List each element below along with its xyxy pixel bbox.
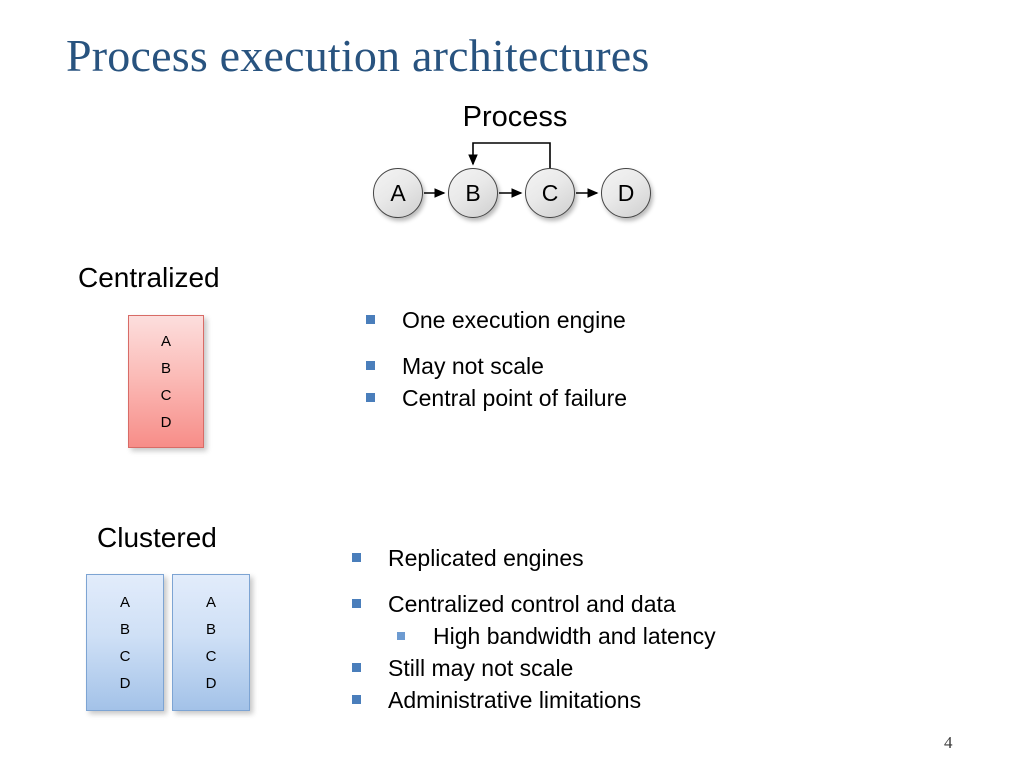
process-node-b: B	[448, 168, 498, 218]
bullet-square-icon	[366, 315, 375, 324]
bullet-item: One execution engine	[366, 304, 966, 336]
engine-box-item: A	[205, 593, 216, 611]
bullet-item: Still may not scale	[352, 652, 1012, 684]
process-diagram-label: Process	[462, 101, 568, 133]
engine-box-item: A	[119, 593, 130, 611]
engine-box-item: D	[119, 674, 131, 692]
bullet-label: Replicated engines	[388, 545, 584, 571]
bullet-item: Administrative limitations	[352, 684, 1012, 716]
process-diagram-edges	[424, 142, 599, 198]
engine-box-item: D	[160, 413, 172, 431]
section-heading-clustered: Clustered	[97, 522, 217, 553]
bullet-spacer	[352, 574, 1012, 588]
process-node-d: D	[601, 168, 651, 218]
bullet-label: Centralized control and data	[388, 591, 676, 617]
clustered-engine-box-1: A B C D	[86, 574, 164, 711]
bullet-square-icon	[352, 663, 361, 672]
page-number: 4	[944, 733, 953, 752]
engine-box-item: B	[205, 620, 216, 638]
bullet-square-icon	[366, 361, 375, 370]
clustered-engine-box-2: A B C D	[172, 574, 250, 711]
engine-box-item: D	[205, 674, 217, 692]
process-node-a: A	[373, 168, 423, 218]
bullet-label: High bandwidth and latency	[433, 623, 716, 649]
engine-box-item: B	[119, 620, 130, 638]
centralized-bullet-list: One execution engine May not scale Centr…	[366, 304, 966, 414]
bullet-item-sub: High bandwidth and latency	[397, 620, 1012, 652]
bullet-label: Still may not scale	[388, 655, 574, 681]
bullet-square-icon	[352, 599, 361, 608]
section-heading-centralized: Centralized	[78, 262, 220, 293]
centralized-engine-box: A B C D	[128, 315, 204, 448]
engine-box-item: B	[160, 359, 171, 377]
bullet-item: Replicated engines	[352, 542, 1012, 574]
clustered-bullet-list: Replicated engines Centralized control a…	[352, 542, 1012, 716]
bullet-label: Central point of failure	[402, 385, 628, 411]
bullet-item: Centralized control and data	[352, 588, 1012, 620]
process-node-c: C	[525, 168, 575, 218]
engine-box-item: C	[205, 647, 217, 665]
process-diagram: Process A B C D	[355, 100, 675, 230]
page-title: Process execution architectures	[66, 30, 650, 81]
bullet-spacer	[366, 336, 966, 350]
bullet-item: Central point of failure	[366, 382, 966, 414]
bullet-item: May not scale	[366, 350, 966, 382]
engine-box-item: C	[160, 386, 172, 404]
engine-box-item: A	[160, 332, 171, 350]
engine-box-item: C	[119, 647, 131, 665]
bullet-square-icon	[397, 632, 405, 640]
bullet-label: May not scale	[402, 353, 544, 379]
bullet-square-icon	[352, 553, 361, 562]
bullet-label: Administrative limitations	[388, 687, 642, 713]
bullet-square-icon	[352, 695, 361, 704]
bullet-label: One execution engine	[402, 307, 626, 333]
bullet-square-icon	[366, 393, 375, 402]
